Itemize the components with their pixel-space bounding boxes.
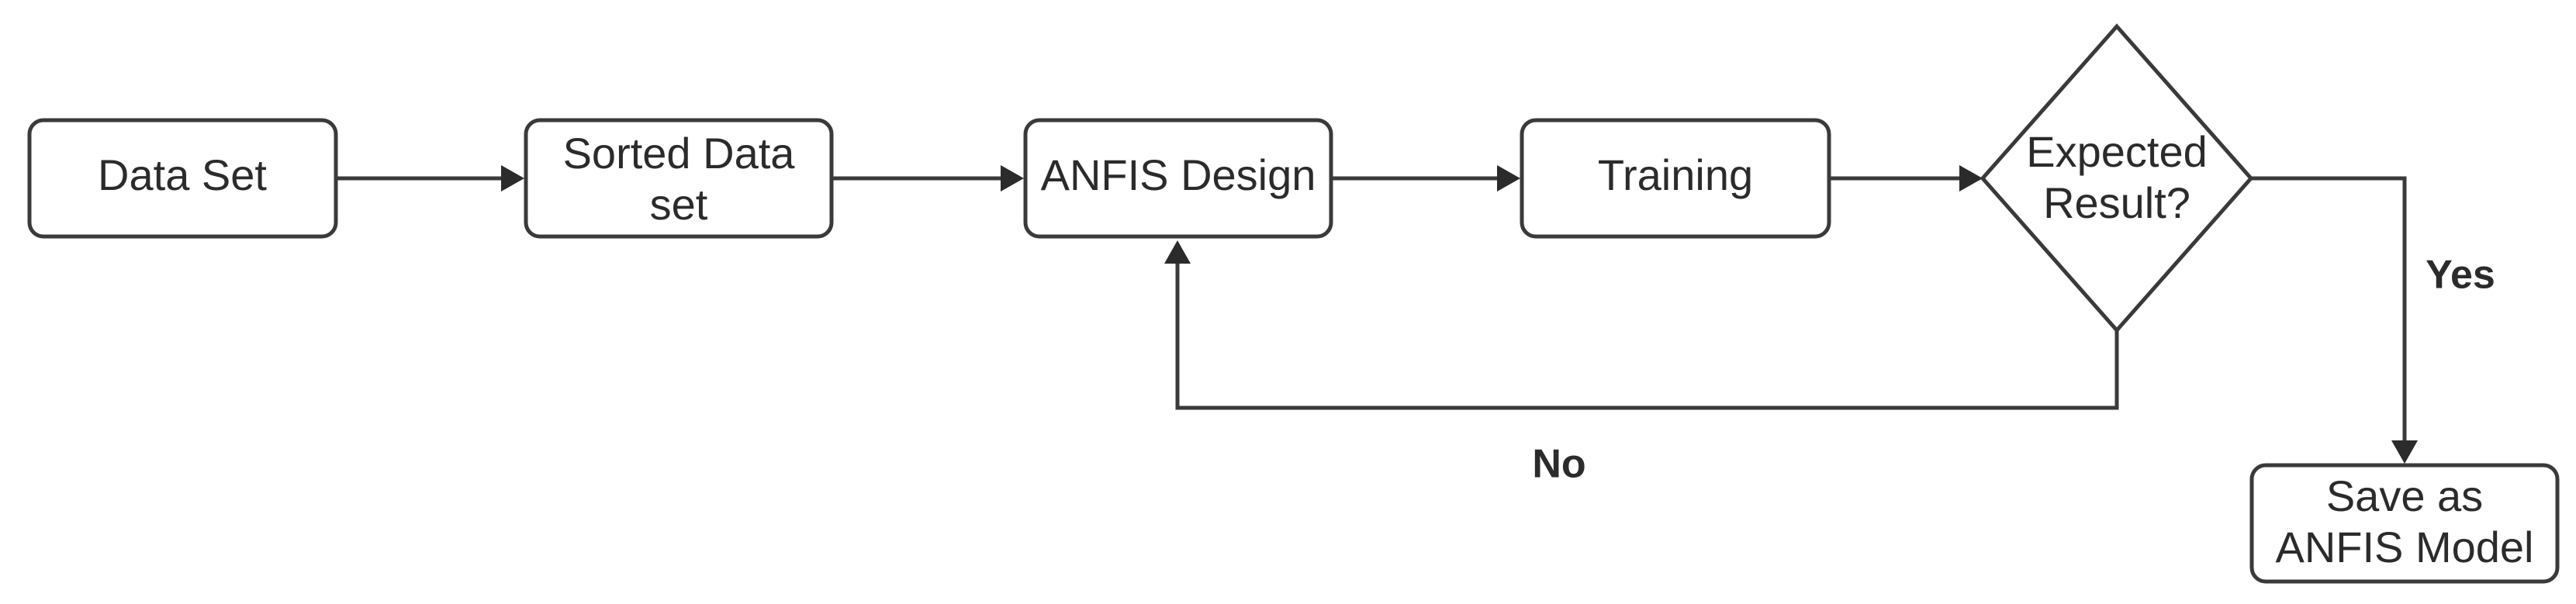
arrowhead-decision: [1959, 165, 1983, 192]
node-anfis-design: ANFIS Design: [1023, 118, 1333, 239]
expected-result-label-line2: Result?: [2043, 178, 2190, 227]
sorted-data-set-label-line1: Sorted Data: [563, 129, 796, 178]
arrowhead-save: [2391, 440, 2418, 464]
arrowhead-sorted: [501, 165, 524, 192]
node-expected-result: Expected Result?: [1980, 23, 2254, 333]
arrowhead-training: [1497, 165, 1520, 192]
edges: [336, 165, 2418, 464]
training-box: [1520, 118, 1831, 239]
training-label: Training: [1598, 150, 1753, 199]
node-save-model: Save as ANFIS Model: [2249, 463, 2560, 584]
expected-result-diamond: [1980, 23, 2254, 333]
anfis-design-box: [1023, 118, 1333, 239]
arrowhead-anfis-loop: [1164, 240, 1191, 264]
data-set-label: Data Set: [98, 150, 267, 199]
save-model-box: [2249, 463, 2560, 584]
edge-decision-yes-to-save: [2251, 176, 2407, 442]
sorted-data-set-box: [524, 118, 834, 239]
node-sorted-data-set: Sorted Data set: [524, 118, 834, 239]
save-model-label-line1: Save as: [2326, 471, 2483, 520]
node-training: Training: [1520, 118, 1831, 239]
node-data-set: Data Set: [27, 118, 338, 239]
edge-decision-no-loop: [1175, 264, 2119, 410]
expected-result-label-line1: Expected: [2026, 127, 2208, 176]
anfis-design-label: ANFIS Design: [1041, 150, 1316, 199]
yes-label: Yes: [2426, 253, 2495, 298]
arrowhead-anfis: [1001, 165, 1024, 192]
data-set-box: [27, 118, 338, 239]
sorted-data-set-label-line2: set: [650, 180, 708, 229]
save-model-label-line2: ANFIS Model: [2276, 523, 2534, 571]
no-label: No: [1532, 442, 1585, 487]
